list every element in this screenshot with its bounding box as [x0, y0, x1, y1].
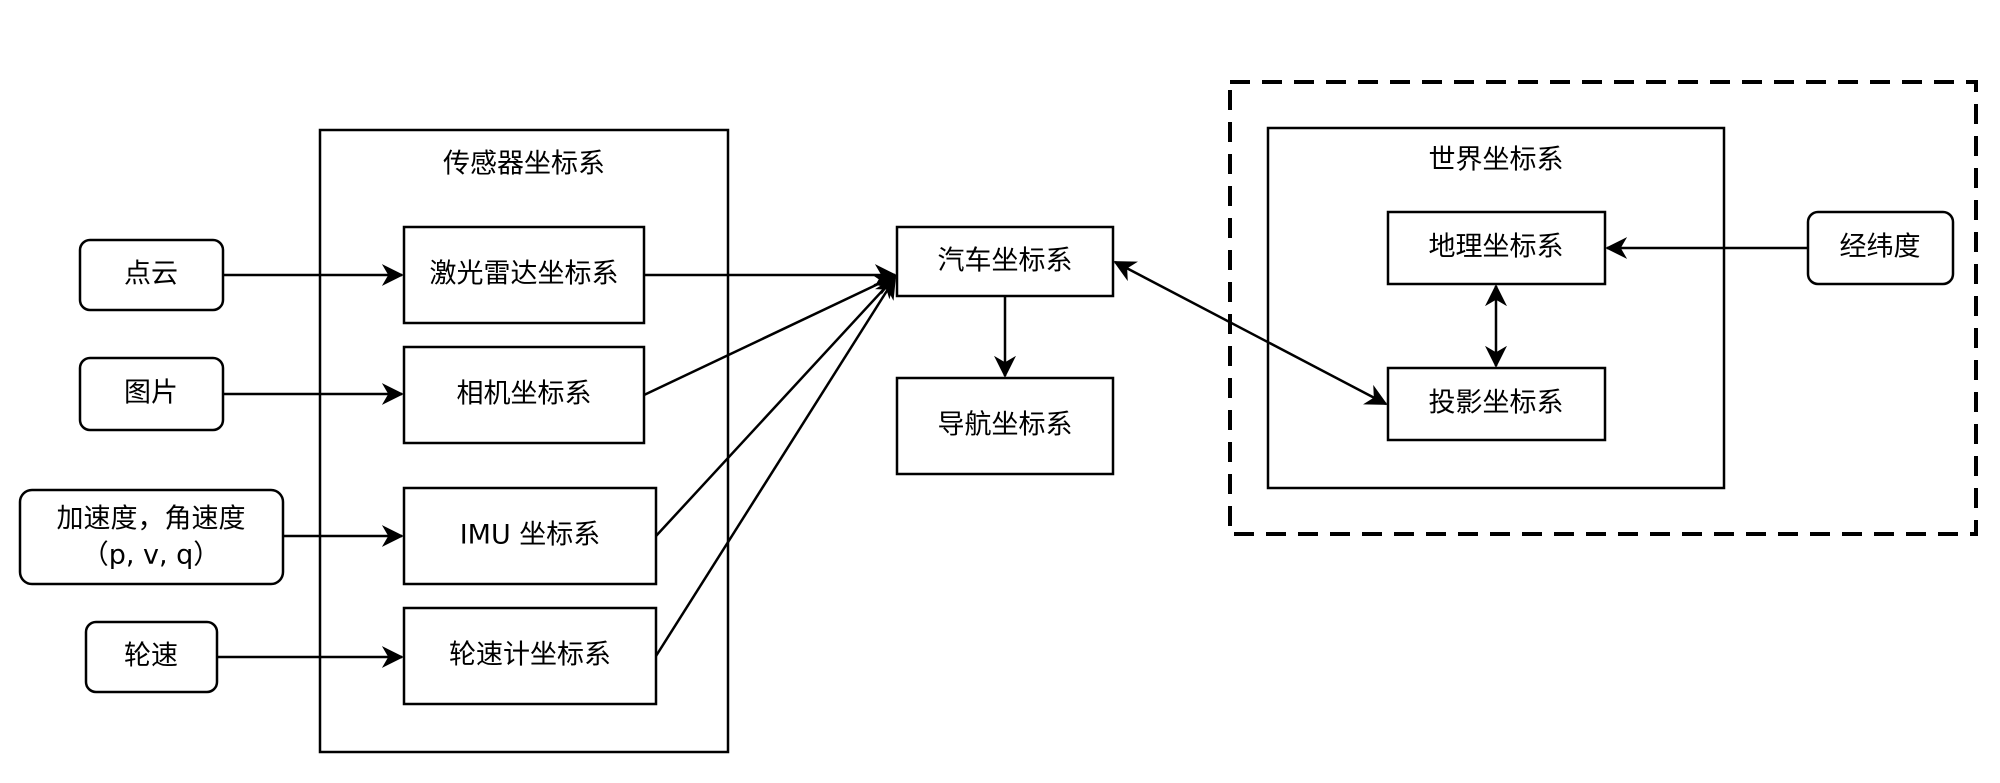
geographic-frame-label: 地理坐标系: [1429, 232, 1564, 263]
camera-frame-label: 相机坐标系: [457, 379, 592, 410]
lat-lon-node: 经纬度: [1806, 210, 1955, 286]
edge-odometer-to-vehicle: [654, 276, 897, 657]
imu-input-node: 加速度，角速度 （p, v, q）: [18, 488, 285, 586]
navigation-frame-node: 导航坐标系: [895, 376, 1115, 476]
vehicle-frame-label: 汽车坐标系: [938, 246, 1073, 277]
edge-camera-to-vehicle: [643, 274, 897, 397]
point-cloud-label: 点云: [124, 259, 178, 290]
projection-frame-label: 投影坐标系: [1429, 388, 1564, 419]
wheel-speed-node: 轮速: [84, 620, 219, 694]
world-frame-group-title: 世界坐标系: [1429, 145, 1564, 176]
projection-frame-node: 投影坐标系: [1386, 366, 1607, 442]
wheel-speed-label: 轮速: [124, 641, 178, 672]
sensor-frame-group-title: 传感器坐标系: [443, 149, 605, 180]
odometer-frame-node: 轮速计坐标系: [402, 606, 658, 706]
image-node: 图片: [78, 356, 225, 432]
edge-imu-to-vehicle: [655, 275, 897, 537]
geographic-frame-node: 地理坐标系: [1386, 210, 1607, 286]
navigation-frame-label: 导航坐标系: [938, 410, 1073, 441]
edge-vehicle-projection-bidirectional: [1113, 260, 1388, 406]
odometer-frame-label: 轮速计坐标系: [449, 640, 611, 671]
imu-input-label-line2: （p, v, q）: [82, 540, 221, 571]
image-label: 图片: [124, 378, 178, 409]
lidar-frame-node: 激光雷达坐标系: [402, 225, 646, 325]
camera-frame-node: 相机坐标系: [402, 345, 646, 445]
vehicle-frame-node: 汽车坐标系: [895, 225, 1115, 298]
world-frame-dashed-border: [1228, 80, 1978, 536]
lat-lon-label: 经纬度: [1840, 232, 1921, 263]
imu-frame-node: IMU 坐标系: [402, 486, 658, 586]
point-cloud-node: 点云: [78, 238, 225, 312]
lidar-frame-label: 激光雷达坐标系: [430, 259, 619, 290]
sensor-frame-group: [318, 128, 730, 754]
imu-frame-label: IMU 坐标系: [460, 520, 601, 551]
imu-input-label-line1: 加速度，角速度: [57, 504, 246, 535]
